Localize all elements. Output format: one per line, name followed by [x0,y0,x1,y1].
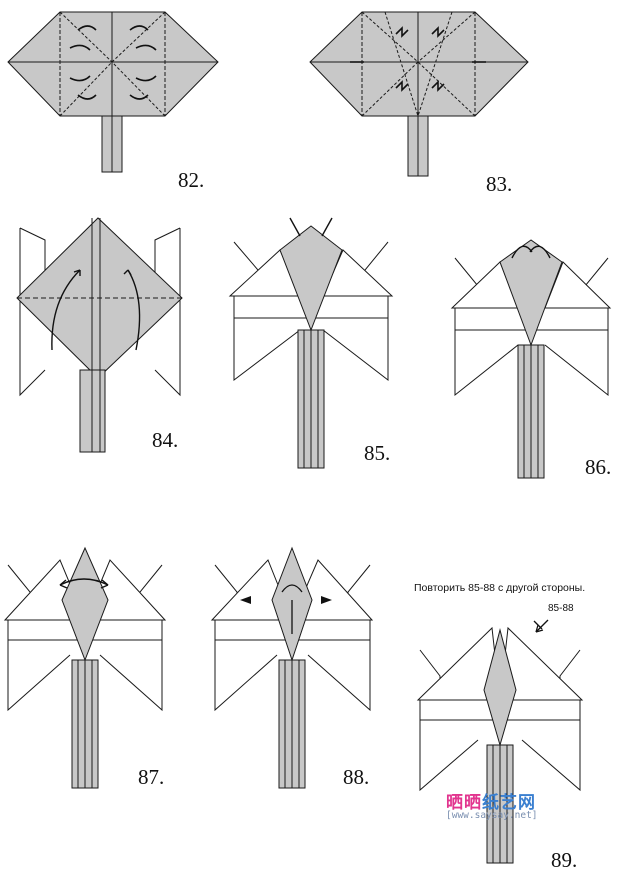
repeat-instruction: Повторить 85-88 с другой стороны. [414,582,586,594]
step-84-arrow-right [127,269,141,351]
step-88-number: 88. [343,765,370,789]
watermark-logo: 晒晒纸艺网 [446,788,536,813]
step-87-arrow [59,578,109,586]
step-86-wing-right [544,261,612,309]
step-86-arrow [511,245,533,259]
step-88-push-arrow-left [240,596,251,604]
watermark-brand-b: 纸艺网 [482,793,536,813]
step-89-number: 89. [551,848,578,872]
watermark-brand-a: 晒晒 [446,793,482,813]
step-86-number: 86. [585,455,612,479]
step-84-number: 84. [152,428,179,452]
step-87-number: 87. [138,765,165,789]
step-88-push-arrow-right [321,596,332,604]
step-reference: 85-88 [548,603,574,614]
step-84-arrow-left [51,269,81,351]
step-83-zigzag [395,26,409,38]
step-82-arrow [77,25,97,31]
step-82-number: 82. [178,168,205,192]
watermark-url: [www.saysay.net] [446,810,538,821]
step-83-number: 83. [486,172,513,196]
step-85-arrow [289,217,301,237]
step-89-arrow [535,619,549,633]
step-85-number: 85. [364,441,391,465]
